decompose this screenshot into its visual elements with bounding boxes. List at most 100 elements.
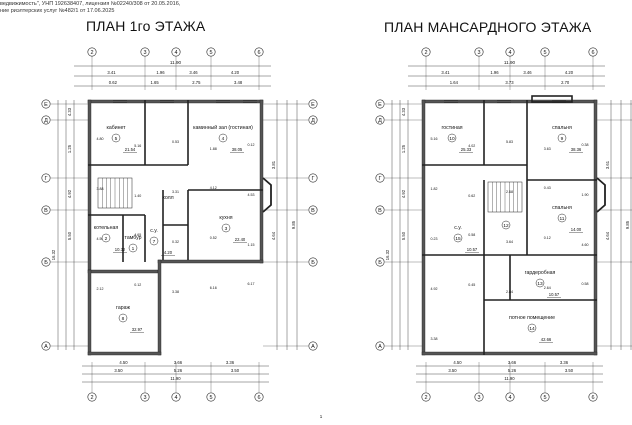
axis-bottom-bubble-circle xyxy=(87,392,97,402)
axis-bottom-bubble-label: 2 xyxy=(90,395,93,401)
top-dimension-label: 4.20 xyxy=(231,70,240,75)
interior-dimension-label: 3.63 xyxy=(544,147,551,151)
room-number: 4 xyxy=(222,136,225,142)
exterior-wall-bottom xyxy=(421,351,598,356)
room-number: 1 xyxy=(132,246,135,252)
axis-left-bubble-label: Г xyxy=(45,176,48,182)
exterior-wall-left xyxy=(421,99,426,356)
axis-right-bubble-label: Б xyxy=(311,260,315,266)
interior-dimension-label: 3.88 xyxy=(97,187,104,191)
room-number: 15 xyxy=(455,236,461,242)
exterior-wall-right xyxy=(593,99,598,356)
axis-top-bubble-label: 4 xyxy=(174,50,177,56)
top-dimension-label: 3.46 xyxy=(189,70,198,75)
room-name: гостиная xyxy=(441,125,462,131)
axis-left-bubble-circle xyxy=(375,205,385,215)
room-name: потное помещение xyxy=(509,315,555,321)
axis-left-bubble-label: Б xyxy=(378,260,382,266)
top-dimension-label: 2.70 xyxy=(561,80,570,85)
axis-top-bubble-label: 6 xyxy=(257,50,260,56)
room-number: 12 xyxy=(503,223,509,229)
axis-right-bubble-label: А xyxy=(311,344,315,350)
interior-dimension-label: 4.12 xyxy=(210,186,217,190)
axis-right-bubble-circle xyxy=(308,115,318,125)
room-area: 14.00 xyxy=(571,227,582,232)
room-name: кабинет xyxy=(106,125,126,131)
interior-dimension-label: 1.82 xyxy=(431,187,438,191)
axis-top-bubble-label: 5 xyxy=(543,50,546,56)
exterior-wall-left xyxy=(87,99,92,271)
axis-left-bubble-label: Д xyxy=(44,118,48,124)
axis-top-bubble-label: 6 xyxy=(591,50,594,56)
bay-window xyxy=(596,177,606,213)
room-name: гараж xyxy=(116,305,130,311)
axis-left-bubble-label: А xyxy=(378,344,382,350)
bottom-total-label: 11.90 xyxy=(504,376,515,381)
interior-dimension-label: 2.64 xyxy=(544,286,551,290)
room-name: холл xyxy=(162,195,173,201)
top-dimension-label: 3.41 xyxy=(107,70,116,75)
top-dimension-label: 3.46 xyxy=(523,70,532,75)
exterior-wall-mid xyxy=(157,259,264,264)
axis-top-bubble-label: 3 xyxy=(477,50,480,56)
room-number: 5 xyxy=(115,136,118,142)
interior-dimension-label: 5.16 xyxy=(431,137,438,141)
room-area: 25.33 xyxy=(461,147,472,152)
chimney-outline xyxy=(531,95,573,103)
axis-top-bubble-circle xyxy=(588,47,598,57)
interior-dimension-label: 2.68 xyxy=(506,190,513,194)
axis-bottom-bubble-label: 5 xyxy=(209,395,212,401)
axis-bottom-bubble-circle xyxy=(206,392,216,402)
interior-dimension-label: 1.40 xyxy=(134,194,141,198)
axis-top-bubble-circle xyxy=(140,47,150,57)
axis-left-bubble-label: Г xyxy=(379,176,382,182)
bay-window xyxy=(262,177,272,213)
bottom-dimension-label: 3.66 xyxy=(508,360,517,365)
top-dimension-label: 0.62 xyxy=(109,80,118,85)
right-dimension-label: 9.85 xyxy=(291,220,296,229)
page-number: 1 xyxy=(320,414,323,419)
interior-dimension-label: 0.62 xyxy=(468,194,475,198)
axis-top-bubble-circle xyxy=(171,47,181,57)
overall-width-label: 11.90 xyxy=(504,60,516,65)
axis-bottom-bubble-label: 3 xyxy=(477,395,480,401)
axis-top-bubble-circle xyxy=(254,47,264,57)
interior-dimension-label: 0.23 xyxy=(431,237,438,241)
interior-dimension-label: 4.02 xyxy=(468,144,475,148)
axis-bottom-bubble-circle xyxy=(421,392,431,402)
axis-top-bubble-label: 2 xyxy=(424,50,427,56)
exterior-wall-garage-top xyxy=(87,269,159,274)
axis-left-bubble-label: В xyxy=(44,208,48,214)
right-dimension-label: 4.64 xyxy=(271,231,276,240)
interior-dimension-label: 1.88 xyxy=(210,147,217,151)
interior-dimension-label: 3.31 xyxy=(172,190,179,194)
interior-dimension-label: 4.53 xyxy=(248,193,255,197)
bottom-dimension-label: 3.50 xyxy=(448,368,457,373)
interior-dimension-label: 0.58 xyxy=(582,282,589,286)
left-dimension-label: 4.92 xyxy=(67,189,72,198)
axis-bottom-bubble-label: 3 xyxy=(143,395,146,401)
axis-bottom-bubble-label: 2 xyxy=(424,395,427,401)
axis-top-bubble-circle xyxy=(206,47,216,57)
axis-top-bubble-circle xyxy=(87,47,97,57)
top-dimension-label: 1.96 xyxy=(490,70,499,75)
room-area: 10.32 xyxy=(115,247,126,252)
left-dimension-label: 4.92 xyxy=(401,189,406,198)
interior-dimension-label: 6.17 xyxy=(248,282,255,286)
axis-left-bubble-circle xyxy=(375,99,385,109)
interior-dimension-label: 4.80 xyxy=(97,137,104,141)
interior-dimension-label: 2.84 xyxy=(506,290,513,294)
room-number-circle xyxy=(111,133,121,143)
left-dimension-label: 16.32 xyxy=(385,249,390,260)
bottom-dimension-label: 4.50 xyxy=(119,360,128,365)
exterior-wall-right xyxy=(259,99,264,264)
axis-left-bubble-label: Е xyxy=(44,102,48,108)
left-dimension-label: 1.25 xyxy=(401,144,406,153)
axis-right-bubble-label: Г xyxy=(312,176,315,182)
top-dimension-label: 2.75 xyxy=(192,80,201,85)
room-name: гардеробная xyxy=(525,270,556,276)
bottom-dimension-label: 3.50 xyxy=(231,368,240,373)
room-number-circle xyxy=(557,133,567,143)
